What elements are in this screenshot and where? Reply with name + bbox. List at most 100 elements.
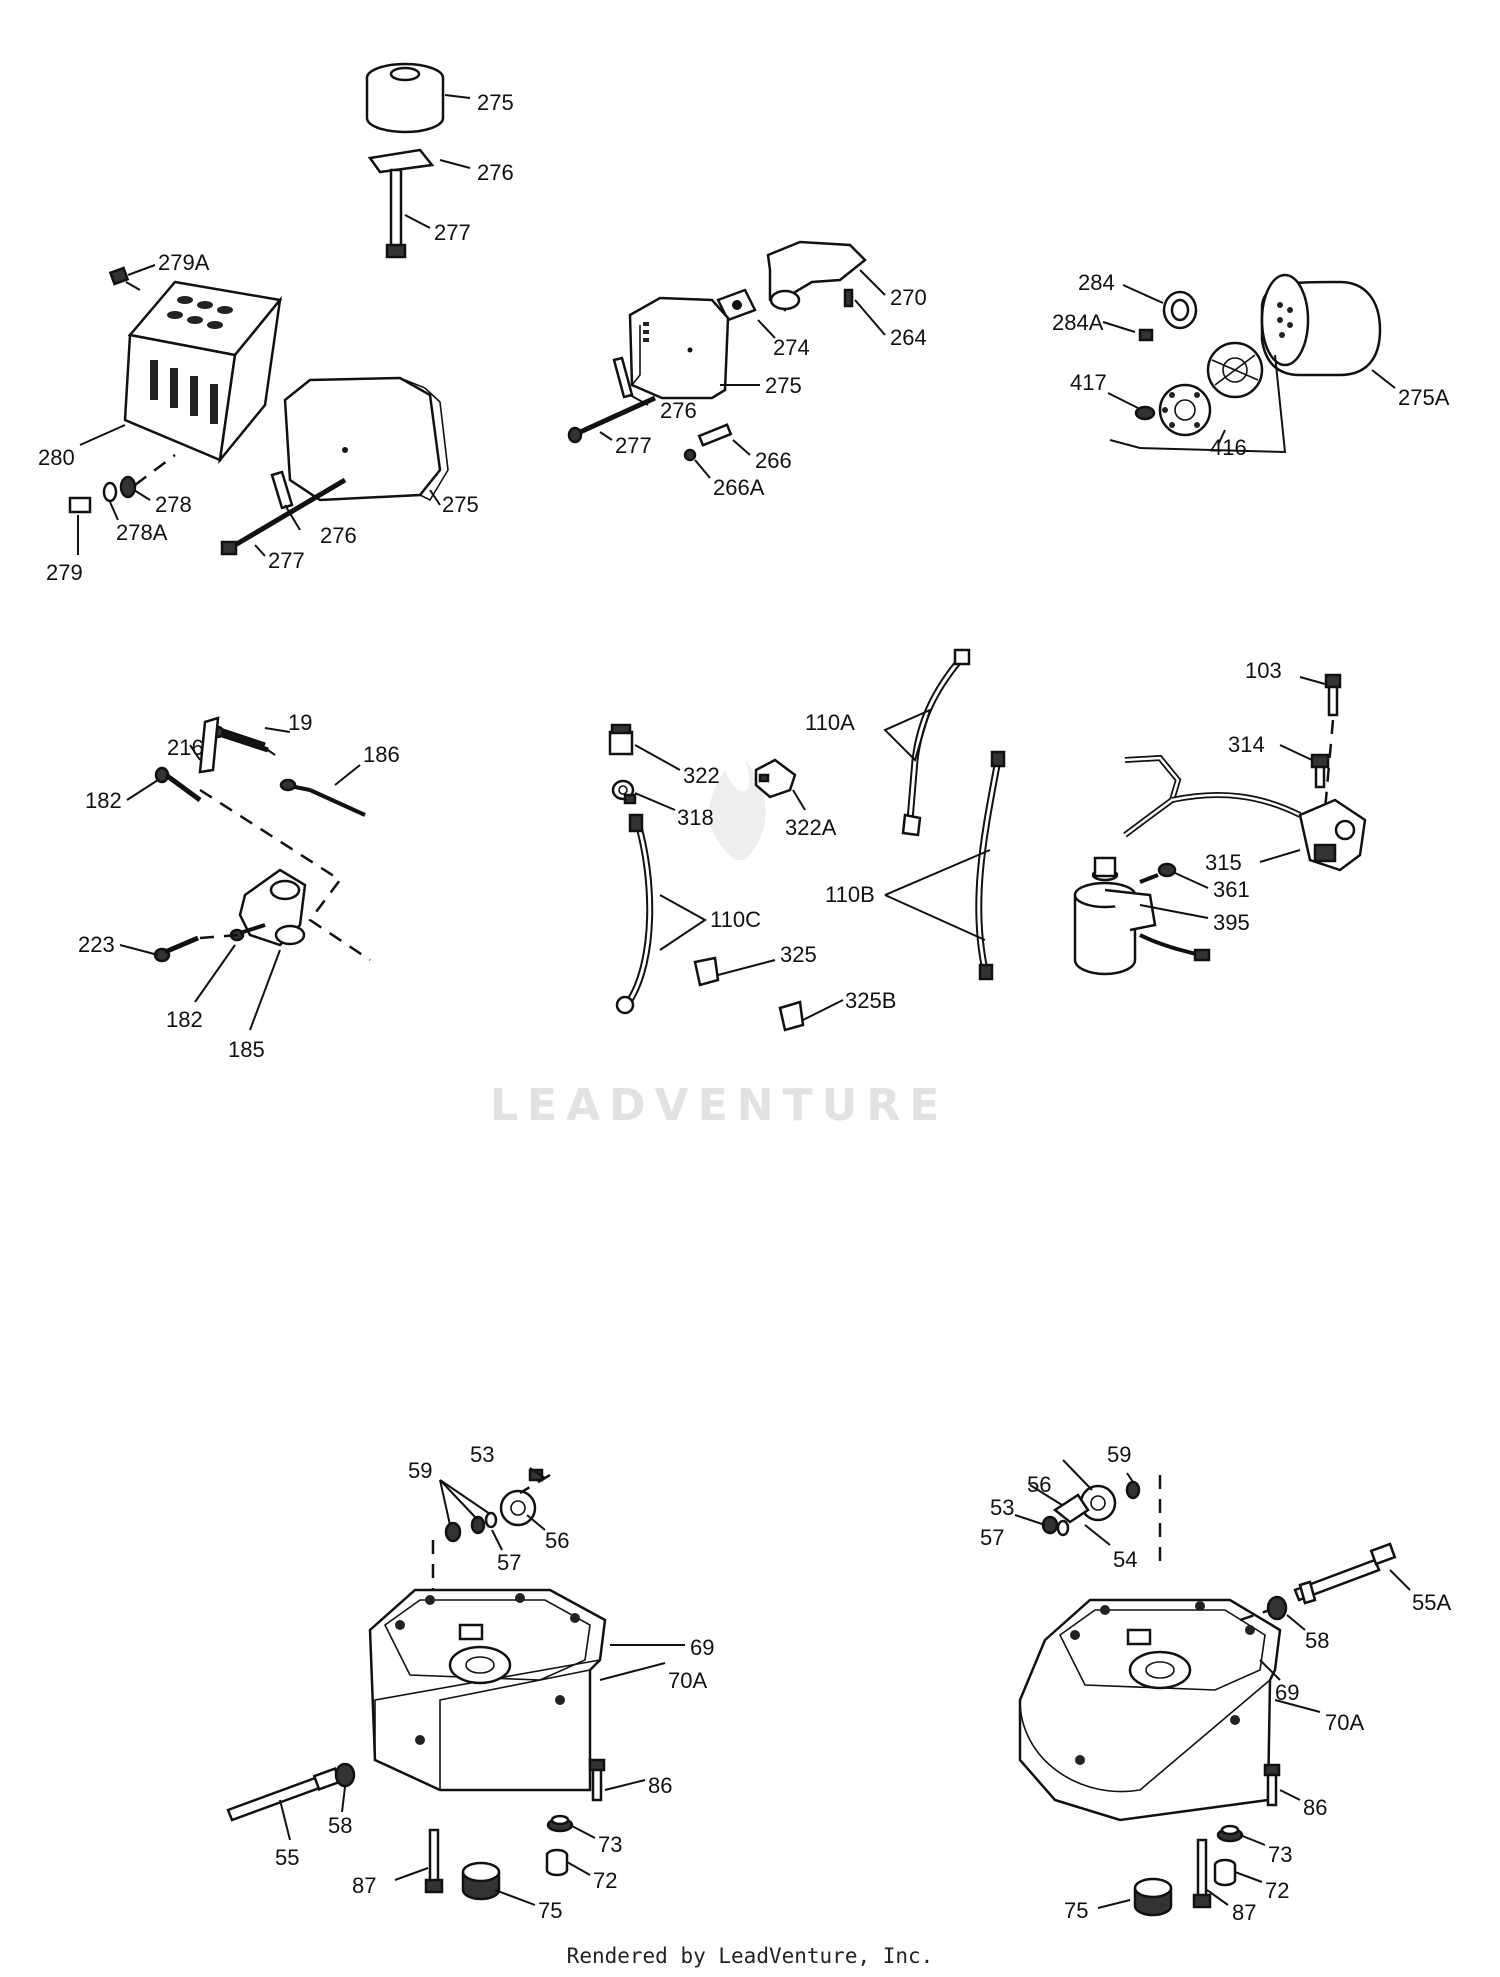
stud-264-icon [843,288,854,308]
label-322: 322 [683,763,720,788]
label-275: 275 [477,90,514,115]
label-278: 278 [155,492,192,517]
label-325: 325 [780,942,817,967]
label-275A: 275A [1398,385,1450,410]
label-73-left: 73 [598,1832,622,1857]
label-110A: 110A [805,710,855,735]
spark-arrestor-416-icon [1158,341,1264,437]
screw-223-icon [153,935,199,963]
plug-75-left-icon [461,1861,501,1901]
seal-58-right-icon [1266,1595,1288,1621]
muffler-mid-group: 270 264 274 275 276 277 266 266A [567,240,927,500]
washer-73-right-icon [1216,1824,1244,1843]
label-276-mid: 276 [660,398,697,423]
shaft-55A-icon [1293,1542,1397,1605]
spring-186-icon [279,778,366,817]
label-73-right: 73 [1268,1842,1292,1867]
label-75-right: 75 [1064,1898,1088,1923]
connector-322A-icon [754,758,797,799]
label-57-right: 57 [980,1525,1004,1550]
spring-19-icon [211,725,276,756]
screw-279A-icon [108,266,141,291]
label-69-right: 69 [1275,1680,1299,1705]
label-277-mid: 277 [615,433,652,458]
label-182-a: 182 [85,788,122,813]
label-53-right: 53 [990,1495,1014,1520]
bolt-277-mid-icon [567,395,657,444]
sump-right-group: 59 56 53 57 54 55A 58 69 70A 86 73 72 75… [980,1442,1451,1925]
sump-right-icon [1018,1598,1282,1822]
seal-58-left-icon [334,1762,356,1788]
label-279A: 279A [158,250,210,275]
washer-59-right-icon [1125,1480,1141,1500]
label-57-left: 57 [497,1550,521,1575]
label-69-left: 69 [690,1635,714,1660]
label-75-left: 75 [538,1898,562,1923]
label-274: 274 [773,335,810,360]
label-270: 270 [890,285,927,310]
label-56-left: 56 [545,1528,569,1553]
starter-group: 103 314 315 361 395 [1073,658,1367,976]
label-266: 266 [755,448,792,473]
control-bracket-group: 19 216 186 182 223 182 185 [78,710,400,1062]
cap-72-left-icon [545,1848,569,1877]
label-86-left: 86 [648,1773,672,1798]
clip-276-left-icon [270,470,294,510]
bolt-103-icon [1324,673,1342,717]
muffler-guard-group: 279A 280 278 278A 279 [38,250,283,585]
label-264: 264 [890,325,927,350]
screw-361-icon [1139,862,1177,884]
screw-417-icon [1134,405,1156,421]
label-70A-left: 70A [668,1668,707,1693]
link-216-icon [198,716,220,774]
label-223: 223 [78,932,115,957]
bracket-53-right-icon [1041,1493,1090,1537]
shaft-55-icon [226,1767,342,1822]
label-70A-right: 70A [1325,1710,1364,1735]
starter-motor-395-icon [1073,856,1211,976]
air-cleaner-housing-left-group: 275 276 277 [220,376,479,573]
air-cleaner-element-icon [365,62,445,134]
screw-266-icon [683,423,733,462]
bolt-87-right-icon [1192,1838,1212,1909]
clip-325-icon [693,956,720,987]
ring-284-icon [1162,290,1198,330]
footer-credit: Rendered by LeadVenture, Inc. [566,1944,934,1968]
wiring-group: 322 318 322A 110A 110B 110C 325 325B [608,648,1006,1032]
screw-284A-icon [1138,328,1154,342]
bolt-314-icon [1310,753,1330,789]
elbow-270-icon [766,240,867,312]
label-276: 276 [477,160,514,185]
label-182-b: 182 [166,1007,203,1032]
clip-276-icon [367,148,435,174]
label-280: 280 [38,445,75,470]
label-86-right: 86 [1303,1795,1327,1820]
label-266A: 266A [713,475,765,500]
gear-56-left-icon [499,1468,544,1527]
label-395: 395 [1213,910,1250,935]
solenoid-315-icon [1298,798,1367,872]
washer-73-left-icon [546,1814,574,1833]
washers-278-icon [68,475,137,514]
bolt-86-left-icon [588,1758,606,1802]
clip-325B-icon [778,1000,805,1032]
clip-276-mid-icon [612,356,634,399]
label-279: 279 [46,560,83,585]
label-103: 103 [1245,658,1282,683]
wire-110B-icon [975,750,1006,981]
label-275-left: 275 [442,492,479,517]
label-416: 416 [1210,435,1247,460]
sump-left-group: 53 59 56 57 69 70A 86 73 72 75 87 58 55 [226,1442,714,1923]
sump-left-icon [368,1588,607,1792]
label-325B: 325B [845,988,896,1013]
label-55A: 55A [1412,1590,1451,1615]
label-277-left: 277 [268,548,305,573]
muffler-guard-icon [123,280,283,465]
label-19: 19 [288,710,312,735]
screw-182-icon [154,766,202,803]
label-53-left: 53 [470,1442,494,1467]
wire-harness-icon [1123,754,1302,838]
air-cleaner-cover-icon [283,376,449,502]
label-58-right: 58 [1305,1628,1329,1653]
label-87-right: 87 [1232,1900,1256,1925]
